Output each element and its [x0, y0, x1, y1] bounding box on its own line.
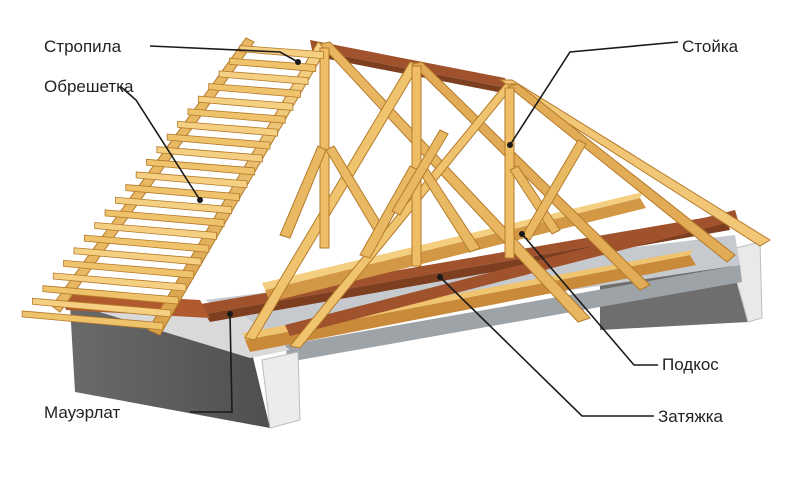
- label-rafters: Стропила: [44, 37, 122, 56]
- batten: [146, 158, 256, 176]
- batten: [73, 247, 202, 266]
- leader-wall-plate-dot: [227, 311, 233, 317]
- leader-brace: [521, 233, 658, 366]
- batten: [208, 83, 301, 98]
- label-battens: Обрешетка: [44, 77, 134, 96]
- batten: [197, 95, 294, 111]
- batten: [115, 196, 233, 215]
- braces: [279, 129, 587, 259]
- leader-rafters-dot: [295, 59, 301, 65]
- label-tie-beam: Затяжка: [658, 407, 724, 426]
- leader-tie-beam-dot: [437, 274, 443, 280]
- batten: [135, 171, 248, 189]
- leader-tie-beam: [439, 276, 654, 417]
- batten: [218, 70, 309, 85]
- label-post: Стойка: [682, 37, 739, 56]
- leader-lines: [119, 41, 679, 417]
- batten: [177, 120, 279, 137]
- batten: [94, 222, 217, 240]
- battens: [21, 37, 324, 331]
- wall-front-left-cap: [261, 351, 301, 429]
- labels: Стропила Обрешетка Мауэрлат Стойка Подко…: [44, 37, 739, 426]
- batten: [125, 184, 240, 202]
- label-wall-plate: Мауэрлат: [44, 403, 120, 422]
- batten: [83, 234, 210, 253]
- batten: [63, 259, 195, 279]
- batten: [42, 285, 179, 305]
- slab-front-edge: [285, 265, 742, 362]
- label-brace: Подкос: [662, 355, 719, 374]
- batten: [166, 133, 271, 150]
- leader-post-dot: [507, 142, 513, 148]
- batten: [104, 209, 225, 228]
- batten: [187, 108, 286, 124]
- leader-rafters: [149, 45, 299, 63]
- batten: [156, 146, 263, 163]
- leader-wall-plate: [190, 313, 233, 413]
- leader-battens: [119, 85, 201, 201]
- batten: [21, 310, 164, 331]
- batten: [52, 272, 187, 292]
- wall-front-left: [70, 305, 270, 428]
- rafters: [147, 41, 771, 349]
- leader-brace-dot: [519, 231, 525, 237]
- leader-post: [509, 41, 679, 146]
- leader-battens-dot: [197, 197, 203, 203]
- batten: [32, 297, 172, 318]
- batten: [229, 57, 317, 73]
